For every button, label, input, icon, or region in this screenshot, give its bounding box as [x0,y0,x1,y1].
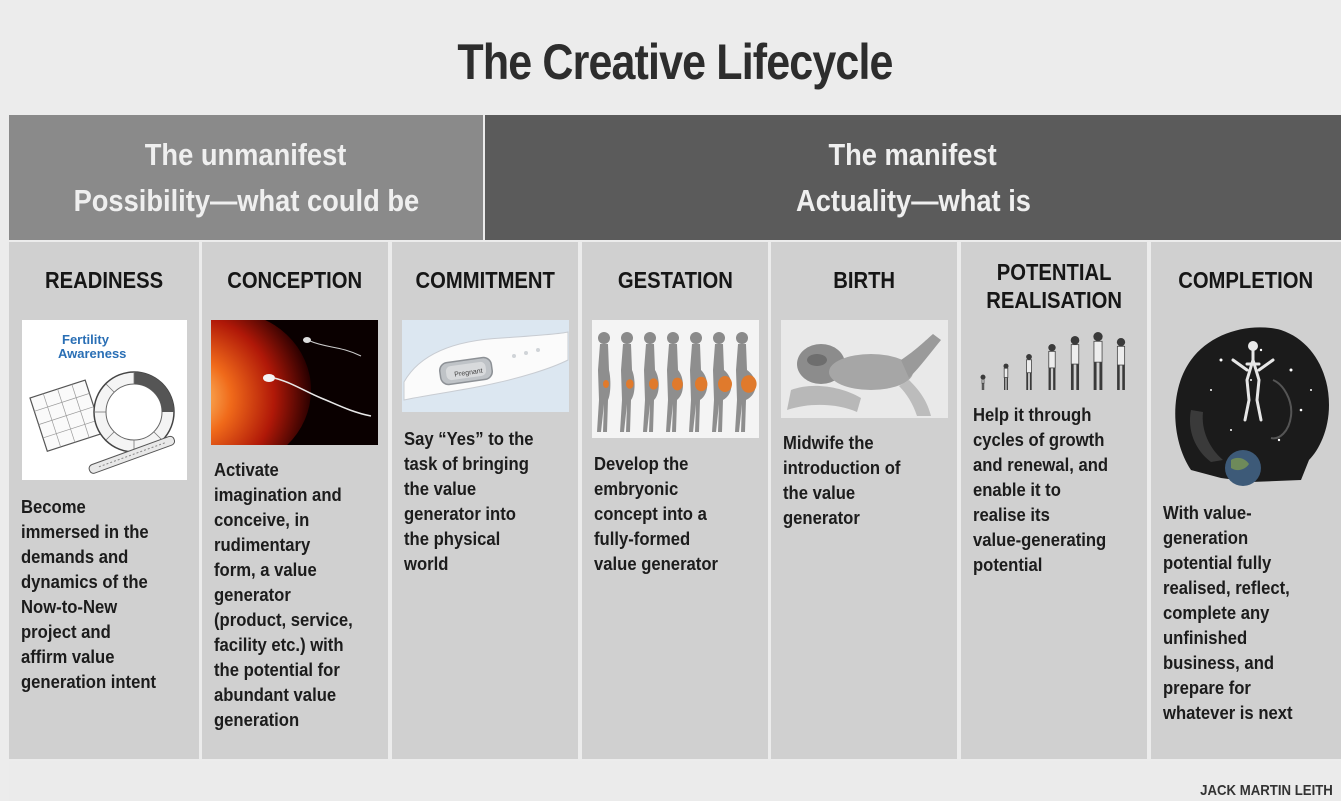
growth-figure-icon [1093,332,1103,390]
stage-heading: CONCEPTION [227,267,363,293]
stage-description: Become immersed in the demands and dynam… [21,496,157,692]
stage-description: Activate imagination and conceive, in ru… [214,459,353,730]
pregnant-figure-icon [643,332,659,432]
stage-birth: BIRTH Midwife the introduction of the va… [771,242,957,759]
cosmic-head-icon [1161,320,1333,490]
stage-heading: BIRTH [833,267,895,293]
footer-bar: JACK MARTIN LEITH [9,761,1341,801]
stage-readiness: READINESS Fertility Awareness [9,242,199,759]
growth-figure-icon [1048,344,1056,390]
unmanifest-heading: The unmanifest [145,136,347,172]
stage-description: Help it through cycles of growth and ren… [973,404,1109,575]
growth-figure-icon [1003,363,1009,390]
human-growth-icon [971,320,1138,392]
stage-potential-realisation: POTENTIAL REALISATION Help it through cy… [961,242,1147,759]
growth-figure-icon [1026,354,1032,390]
sperm-egg-icon [211,320,378,445]
pregnant-figure-icon [735,332,757,432]
manifest-heading: The manifest [828,136,998,172]
stage-heading: GESTATION [617,267,733,293]
stage-conception: CONCEPTION Activate imagination and conc… [202,242,388,759]
pregnancy-stages-icon [592,320,759,438]
stage-heading: COMMITMENT [415,267,555,293]
manifest-subheading: Actuality—what is [795,182,1031,218]
stage-description: With value- generation potential fully r… [1163,502,1293,723]
svg-text:Fertility: Fertility [62,332,110,347]
unmanifest-band: The unmanifest Possibility—what could be [9,115,483,240]
newborn-icon [781,320,948,418]
svg-text:Awareness: Awareness [58,346,126,361]
title-bar: The Creative Lifecycle [9,10,1341,114]
stage-heading: POTENTIAL REALISATION [986,259,1122,313]
growth-figure-icon [1116,338,1126,390]
pregnant-figure-icon [597,332,611,432]
stage-description: Develop the embryonic concept into a ful… [594,453,719,574]
manifest-band: The manifest Actuality—what is [485,115,1341,240]
stage-description: Say “Yes” to the task of bringing the va… [404,428,534,574]
growth-figure-icon [980,374,986,390]
pregnant-figure-icon [689,332,708,432]
pregnancy-test-icon: Pregnant [402,320,569,412]
stage-description: Midwife the introduction of the value ge… [783,432,901,528]
stage-heading: READINESS [44,267,164,293]
stage-completion: COMPLETION With value- generation potent… [1151,242,1341,759]
stage-gestation: GESTATION Develop the embryonic concept … [582,242,768,759]
pregnant-figure-icon [712,332,732,432]
svg-text:Pregnant: Pregnant [454,368,483,379]
page-title: The Creative Lifecycle [457,34,893,90]
pregnant-figure-icon [666,332,683,432]
pregnant-figure-icon [620,332,635,432]
unmanifest-subheading: Possibility—what could be [73,182,419,218]
stage-heading: COMPLETION [1178,267,1314,293]
stage-commitment: COMMITMENT Pregnant Say “Yes” to the tas… [392,242,578,759]
growth-figure-icon [1070,336,1080,390]
author-credit: JACK MARTIN LEITH [1200,782,1333,799]
fertility-awareness-icon: Fertility Awareness [22,320,187,480]
